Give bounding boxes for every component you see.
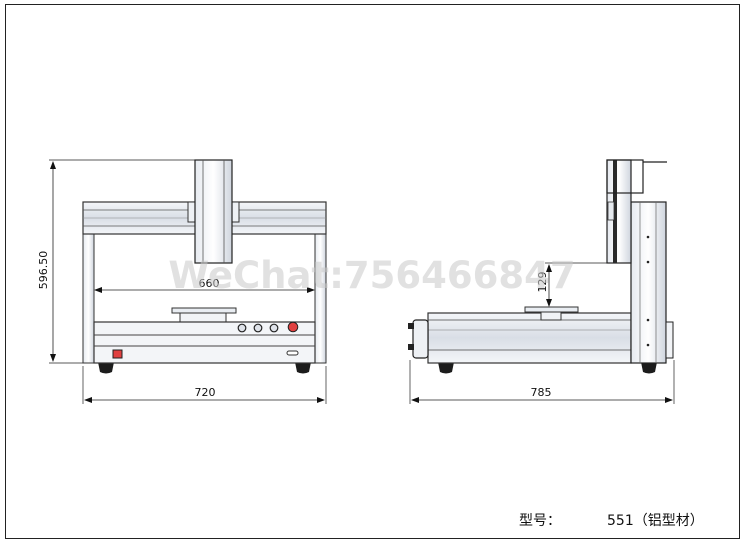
front-foot-left (98, 362, 114, 374)
front-work-plate (171, 307, 237, 314)
bolt (646, 343, 650, 347)
front-post-left (82, 231, 95, 364)
emergency-stop-button (287, 321, 299, 333)
width-dim-label: 720 (195, 386, 216, 399)
side-foot-right (641, 362, 657, 374)
bolt (646, 318, 650, 322)
front-view (82, 159, 327, 374)
side-knob (408, 344, 414, 350)
inner-width-dim-label: 660 (199, 277, 220, 290)
front-work-plate-holder (179, 312, 227, 323)
drawing-border (5, 4, 740, 539)
side-front-cap (412, 319, 429, 359)
height-dim-label: 596.50 (37, 251, 50, 290)
column-end-cap (665, 321, 674, 359)
front-button-2 (253, 323, 263, 333)
front-base (93, 321, 316, 364)
side-work-plate-holder (540, 311, 562, 321)
side-work-plate (524, 306, 579, 313)
side-dimensions: 129 785 (409, 262, 675, 404)
model-label: 型号： (519, 513, 561, 529)
front-dimensions: 596.50 660 720 (37, 159, 327, 404)
z-height-dim-label: 129 (536, 272, 549, 293)
front-button-1 (237, 323, 247, 333)
side-view (408, 159, 674, 374)
z-clamp (607, 201, 615, 221)
front-foot-right (295, 362, 311, 374)
side-column (630, 201, 667, 364)
front-post-right (314, 231, 327, 364)
z-rail (613, 160, 617, 263)
side-base (427, 312, 632, 364)
front-z-axis (194, 159, 233, 264)
depth-dim-label: 785 (531, 386, 552, 399)
bolt (646, 260, 650, 264)
model-value: 551（铝型材） (607, 513, 704, 529)
front-button-3 (269, 323, 279, 333)
front-handle (286, 350, 299, 356)
power-switch (112, 349, 123, 359)
bolt (646, 235, 650, 239)
side-foot-left (438, 362, 454, 374)
side-knob (408, 323, 414, 329)
watermark-text: WeChat:756466847 (168, 254, 575, 297)
side-z-top-bracket (606, 159, 644, 194)
